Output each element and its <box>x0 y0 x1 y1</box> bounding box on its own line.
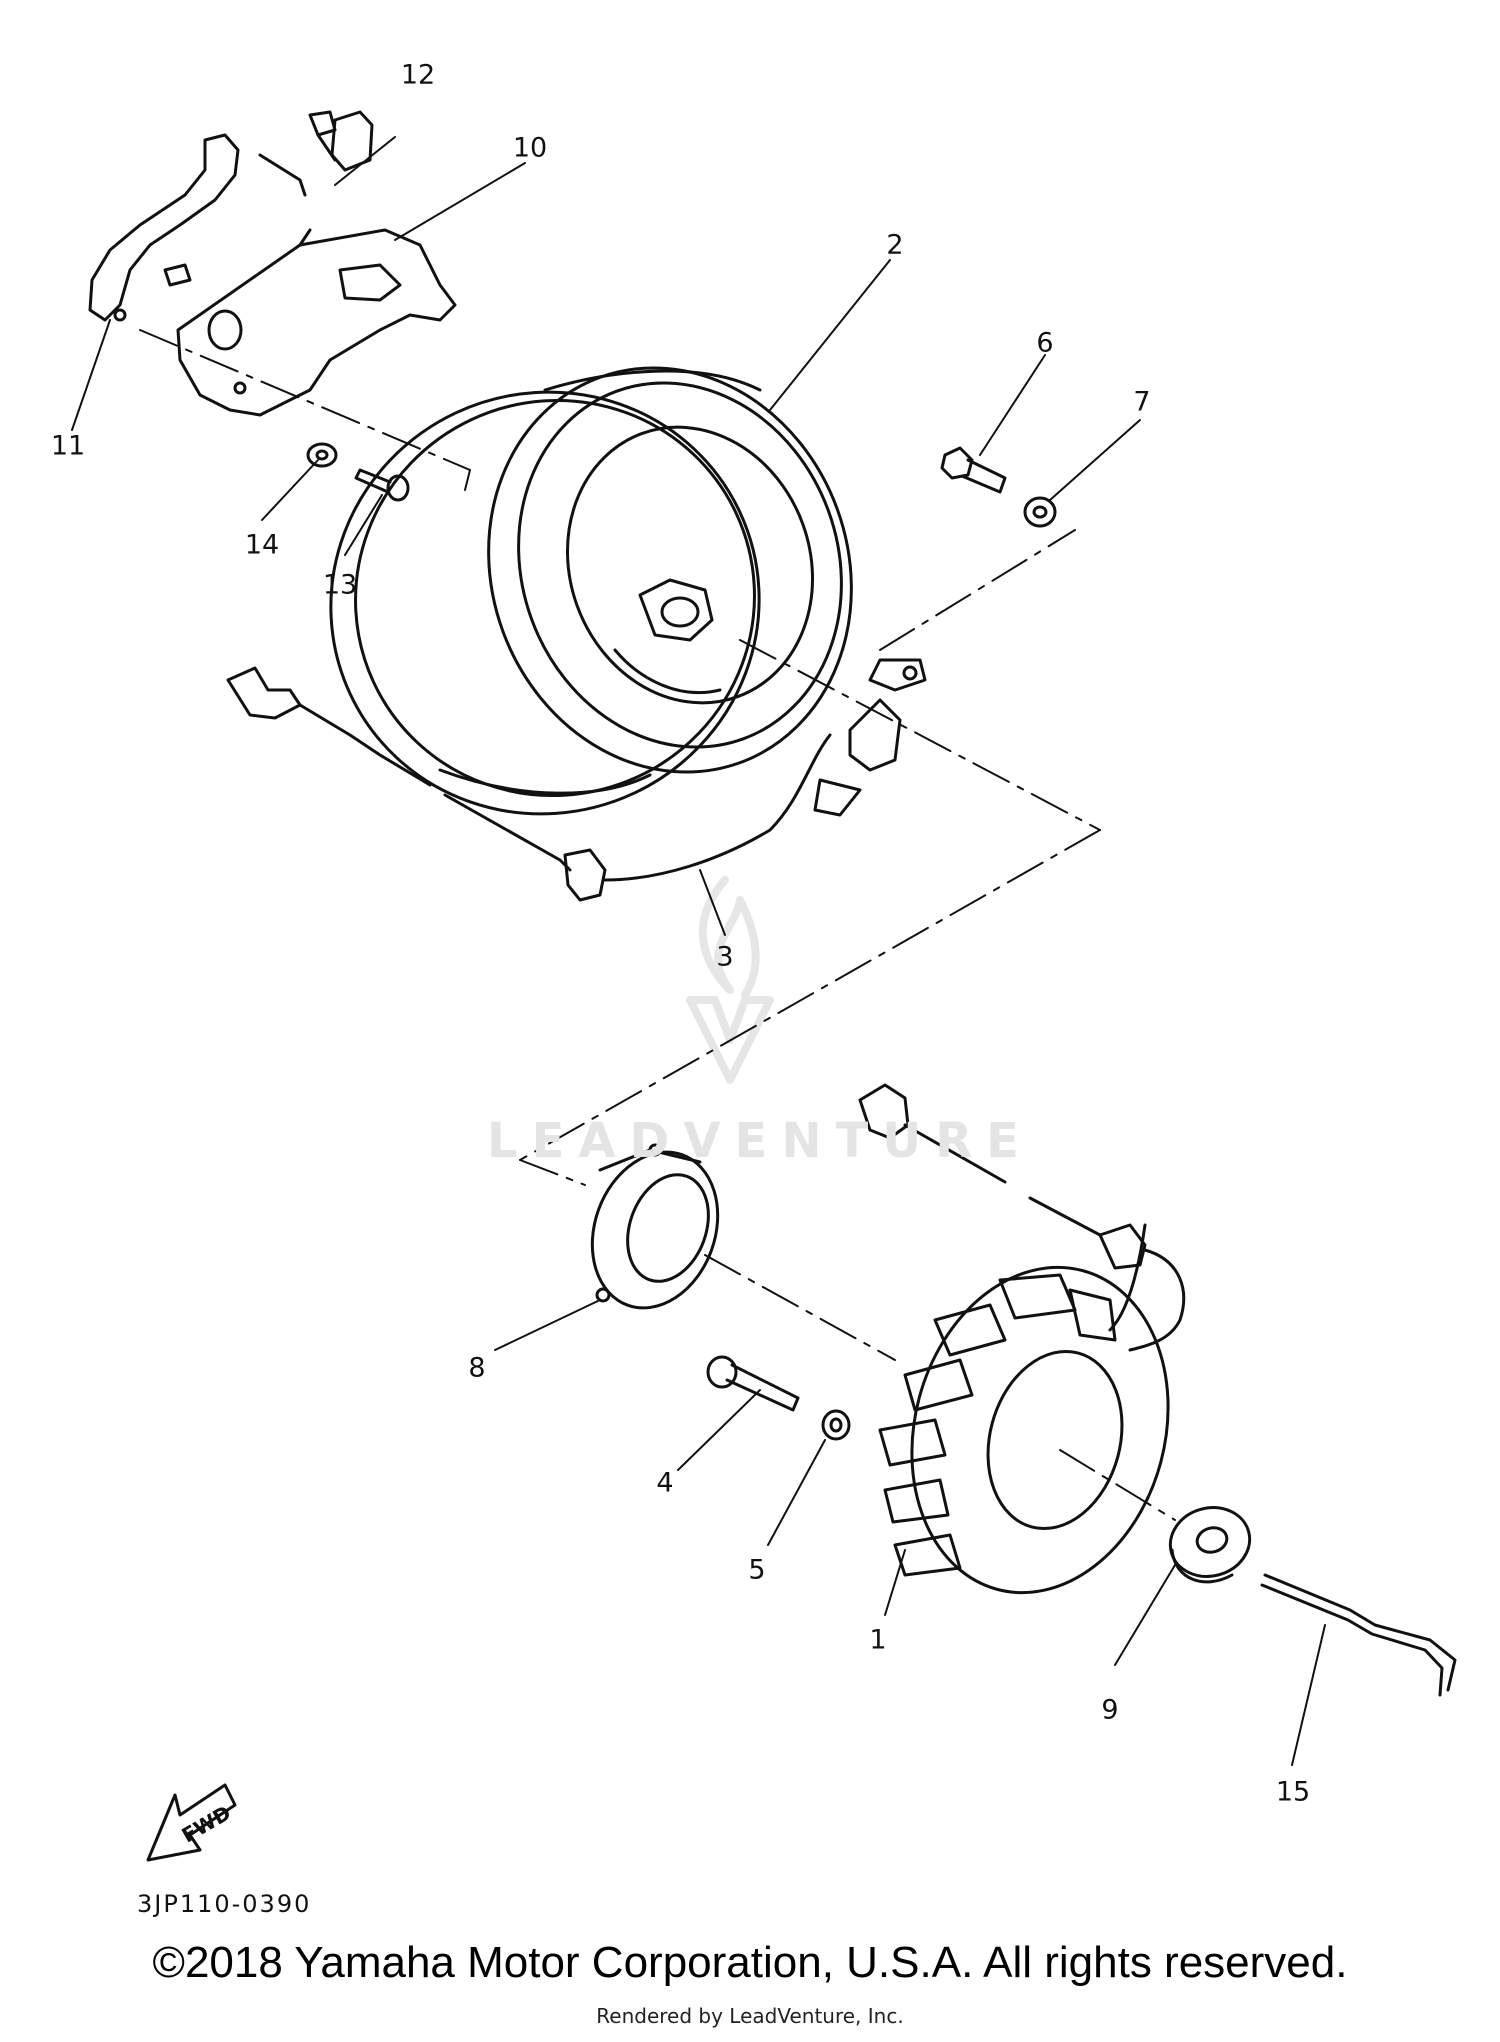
drawing-code: 3JP110-0390 <box>137 1890 312 1918</box>
stator-lead-wire <box>858 1083 1186 1352</box>
fwd-arrow-icon <box>146 1783 237 1862</box>
callout-1: 1 <box>869 1624 887 1656</box>
rendered-by-credit: Rendered by LeadVenture, Inc. <box>596 2004 904 2028</box>
watermark-text: LEADVENTURE <box>487 1113 1033 1169</box>
part-5-nut <box>821 1409 851 1441</box>
callout-10: 10 <box>512 132 548 164</box>
callout-3: 3 <box>716 941 734 973</box>
part-10-cover-plate <box>176 228 457 417</box>
part-4-bolt <box>706 1355 800 1412</box>
callout-9: 9 <box>1101 1694 1119 1726</box>
part-3-pickup-coil <box>226 658 927 902</box>
part-13-screw <box>354 468 410 502</box>
callout-2: 2 <box>886 229 904 261</box>
part-2-flywheel-rotor <box>329 366 853 816</box>
part-1-stator <box>878 1223 1170 1595</box>
part-8-seal-plate <box>590 1143 720 1310</box>
part-11-bracket <box>88 133 307 322</box>
callout-15: 15 <box>1275 1776 1311 1808</box>
leader-lines <box>71 136 1326 1766</box>
callout-7: 7 <box>1133 386 1151 418</box>
callout-6: 6 <box>1036 327 1054 359</box>
part-12-connector <box>308 110 374 172</box>
callout-14: 14 <box>244 529 280 561</box>
watermark-logo <box>686 876 774 1084</box>
part-14-washer <box>306 442 338 468</box>
part-9-washer <box>1168 1506 1252 1584</box>
callout-13: 13 <box>322 569 358 601</box>
part-7-washer <box>1023 496 1057 528</box>
copyright-notice: ©2018 Yamaha Motor Corporation, U.S.A. A… <box>152 1938 1348 1987</box>
callout-5: 5 <box>748 1554 766 1586</box>
callout-4: 4 <box>656 1467 674 1499</box>
part-6-bolt <box>940 446 1007 494</box>
callout-11: 11 <box>50 430 86 462</box>
callout-8: 8 <box>468 1352 486 1384</box>
part-15-clamp <box>1260 1573 1457 1697</box>
alignment-center-lines <box>139 329 1176 1521</box>
callout-12: 12 <box>400 59 436 91</box>
